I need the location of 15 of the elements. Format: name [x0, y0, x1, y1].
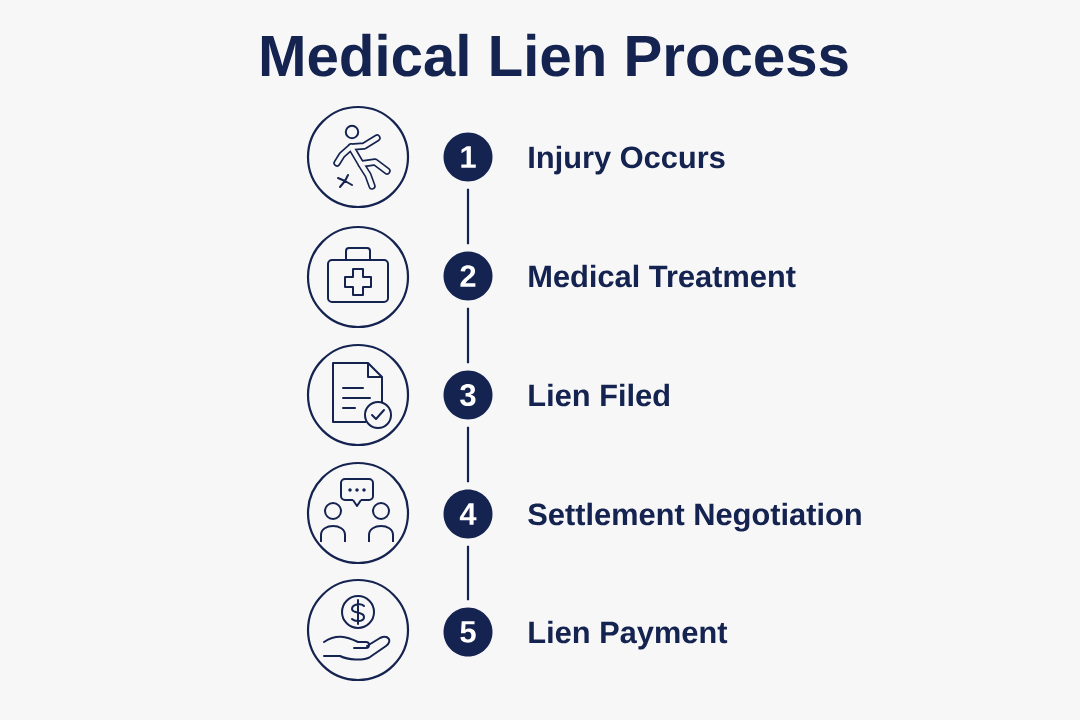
connector-line: [466, 307, 470, 364]
step-label: Medical Treatment: [529, 264, 796, 288]
step-label: Injury Occurs: [529, 145, 725, 175]
icon-circle: [306, 343, 410, 447]
icon-circle: [306, 461, 410, 565]
title: Medical Lien Process: [261, 33, 848, 77]
step-label: Settlement Negotiation: [528, 502, 861, 532]
step-label: Lien Filed: [529, 383, 669, 407]
icon-circle: [306, 105, 410, 209]
icon-circle: [306, 225, 410, 329]
icon-circle: [306, 578, 410, 682]
connector-line: [466, 426, 470, 483]
connector-line: [466, 188, 470, 245]
connector-line: [466, 545, 470, 601]
step-label: Lien Payment: [529, 620, 728, 650]
